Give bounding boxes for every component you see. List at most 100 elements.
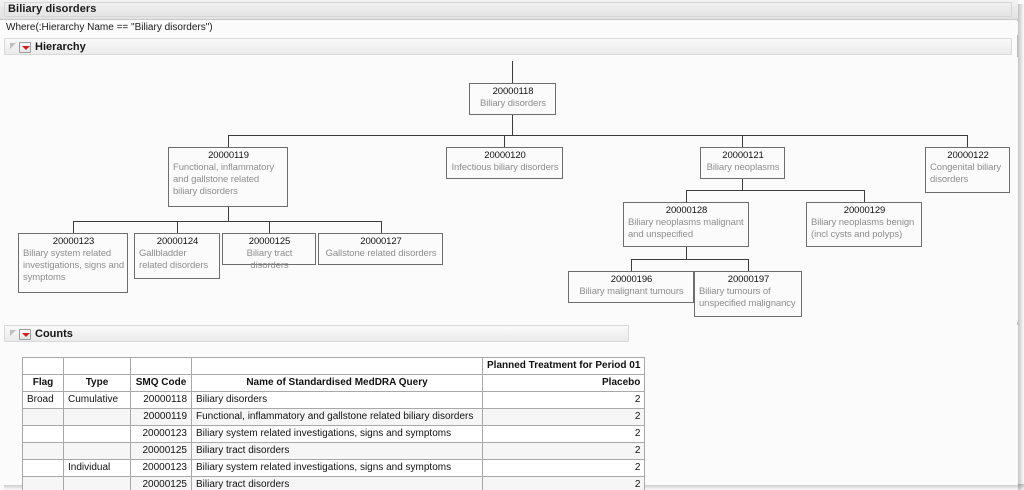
tree-connector xyxy=(967,135,968,147)
cell-flag xyxy=(22,425,64,443)
table-row[interactable]: 20000125 Biliary tract disorders 2 xyxy=(22,476,646,490)
red-triangle-menu-icon[interactable] xyxy=(19,42,31,53)
table-group-header-row: Planned Treatment for Period 01 xyxy=(22,357,646,375)
hierarchy-tree-canvas: 20000118 Biliary disorders 20000119 Func… xyxy=(0,57,1018,322)
table-row[interactable]: 20000125 Biliary tract disorders 2 xyxy=(22,442,646,460)
tree-node-label: Biliary tract disorders xyxy=(246,248,293,271)
red-triangle-menu-icon[interactable] xyxy=(19,329,31,340)
column-header-flag[interactable]: Flag xyxy=(22,374,64,392)
cell-smq-code: 20000123 xyxy=(130,425,192,443)
tree-node-label: Biliary disorders xyxy=(480,98,546,109)
cell-type xyxy=(63,442,131,460)
column-header-placebo[interactable]: Placebo xyxy=(481,374,646,392)
cell-smq-code: 20000118 xyxy=(130,391,192,409)
cell-query-name: Biliary tract disorders xyxy=(191,442,483,460)
group-header-planned-treatment: Planned Treatment for Period 01 xyxy=(481,357,646,375)
tree-node-code: 20000125 xyxy=(248,236,291,247)
tree-node[interactable]: 20000128 Biliary neoplasms malignant and… xyxy=(623,202,749,247)
tree-node[interactable]: 20000125 Biliary tract disorders xyxy=(222,233,316,271)
disclosure-triangle-icon[interactable] xyxy=(10,330,16,336)
tree-node[interactable]: 20000122 Congenital biliary disorders xyxy=(925,147,1010,193)
cell-type: Individual xyxy=(63,459,131,477)
cell-flag: Broad xyxy=(22,391,64,409)
tree-node[interactable]: 20000124 Gallbladder related disorders xyxy=(134,233,220,279)
tree-connector xyxy=(742,172,743,190)
column-header-query-name[interactable]: Name of Standardised MedDRA Query xyxy=(191,374,483,392)
tree-node-label: Biliary neoplasms benign (incl cysts and… xyxy=(811,217,915,240)
tree-node-code: 20000129 xyxy=(843,205,886,216)
tree-node-code: 20000196 xyxy=(610,274,653,285)
tree-node-label: Gallstone related disorders xyxy=(325,248,437,259)
cell-smq-code: 20000125 xyxy=(130,442,192,460)
tree-connector xyxy=(177,221,178,233)
column-header-type[interactable]: Type xyxy=(63,374,131,392)
tree-connector xyxy=(512,61,513,83)
tree-node[interactable]: 20000118 Biliary disorders xyxy=(469,83,556,115)
tree-node-label: Congenital biliary disorders xyxy=(930,162,1002,185)
tree-connector xyxy=(73,221,381,222)
cell-flag xyxy=(22,459,64,477)
tree-node-label: Gallbladder related disorders xyxy=(139,248,209,271)
tree-node-code: 20000119 xyxy=(208,150,249,161)
cell-smq-code: 20000123 xyxy=(130,459,192,477)
tree-connector xyxy=(381,221,382,233)
group-header-spacer xyxy=(22,357,64,375)
page-title: Biliary disorders xyxy=(8,3,97,15)
group-header-spacer xyxy=(63,357,131,375)
counts-table[interactable]: Planned Treatment for Period 01 Flag Typ… xyxy=(22,357,646,490)
tree-connector xyxy=(748,259,749,271)
counts-section: Counts Planned Treatment for Period 01 F… xyxy=(0,325,1018,490)
tree-node-label: Infectious biliary disorders xyxy=(451,162,559,173)
tree-node[interactable]: 20000121 Biliary neoplasms xyxy=(700,147,785,179)
cell-query-name: Biliary tract disorders xyxy=(191,476,483,490)
table-row[interactable]: Broad Cumulative 20000118 Biliary disord… xyxy=(22,391,646,409)
tree-node[interactable]: 20000196 Biliary malignant tumours xyxy=(568,271,694,303)
table-row[interactable]: 20000123 Biliary system related investig… xyxy=(22,425,646,443)
tree-node-label: Biliary neoplasms xyxy=(706,162,780,173)
tree-node-label: Biliary malignant tumours xyxy=(579,286,684,297)
cell-flag xyxy=(22,476,64,490)
section-title-hierarchy: Hierarchy xyxy=(35,41,86,53)
tree-connector xyxy=(686,190,687,202)
cell-query-name: Functional, inflammatory and gallstone r… xyxy=(191,408,483,426)
tree-node[interactable]: 20000127 Gallstone related disorders xyxy=(318,233,443,265)
tree-node-label: Biliary system related investigations, s… xyxy=(23,248,125,283)
tree-node[interactable]: 20000120 Infectious biliary disorders xyxy=(446,147,563,179)
section-header-counts[interactable]: Counts xyxy=(4,325,629,342)
where-clause-row: Where(:Hierarchy Name == "Biliary disord… xyxy=(0,21,1018,35)
tree-node-code: 20000123 xyxy=(52,236,95,247)
section-header-hierarchy[interactable]: Hierarchy xyxy=(4,38,1012,55)
tree-node[interactable]: 20000123 Biliary system related investig… xyxy=(18,233,128,293)
cell-flag xyxy=(22,442,64,460)
counts-table-body: Broad Cumulative 20000118 Biliary disord… xyxy=(22,391,646,490)
cell-smq-code: 20000119 xyxy=(130,408,192,426)
tree-connector xyxy=(228,207,229,221)
tree-node-code: 20000124 xyxy=(156,236,199,247)
tree-connector xyxy=(73,221,74,233)
tree-connector xyxy=(228,135,229,147)
tree-node[interactable]: 20000129 Biliary neoplasms benign (incl … xyxy=(806,202,922,247)
tree-node-label: Biliary neoplasms malignant and unspecif… xyxy=(628,217,744,240)
tree-node-label: Functional, inflammatory and gallstone r… xyxy=(173,162,275,197)
tree-connector xyxy=(686,247,687,259)
table-row[interactable]: 20000119 Functional, inflammatory and ga… xyxy=(22,408,646,426)
tree-node[interactable]: 20000119 Functional, inflammatory and ga… xyxy=(168,147,288,207)
cell-type xyxy=(63,476,131,490)
tree-node-code: 20000128 xyxy=(665,205,708,216)
column-header-smq-code[interactable]: SMQ Code xyxy=(130,374,192,392)
cell-placebo: 2 xyxy=(481,391,646,409)
where-clause-text: Where(:Hierarchy Name == "Biliary disord… xyxy=(6,22,213,33)
group-header-spacer xyxy=(191,357,483,375)
tree-connector xyxy=(864,190,865,202)
disclosure-triangle-icon[interactable] xyxy=(10,43,16,49)
cell-query-name: Biliary disorders xyxy=(191,391,483,409)
table-row[interactable]: Individual 20000123 Biliary system relat… xyxy=(22,459,646,477)
tree-node[interactable]: 20000197 Biliary tumours of unspecified … xyxy=(694,271,802,317)
cell-type xyxy=(63,408,131,426)
tree-connector xyxy=(742,135,743,147)
tree-connector xyxy=(686,190,864,191)
tree-connector xyxy=(512,115,513,135)
cell-placebo: 2 xyxy=(481,459,646,477)
tree-connector xyxy=(504,135,505,147)
